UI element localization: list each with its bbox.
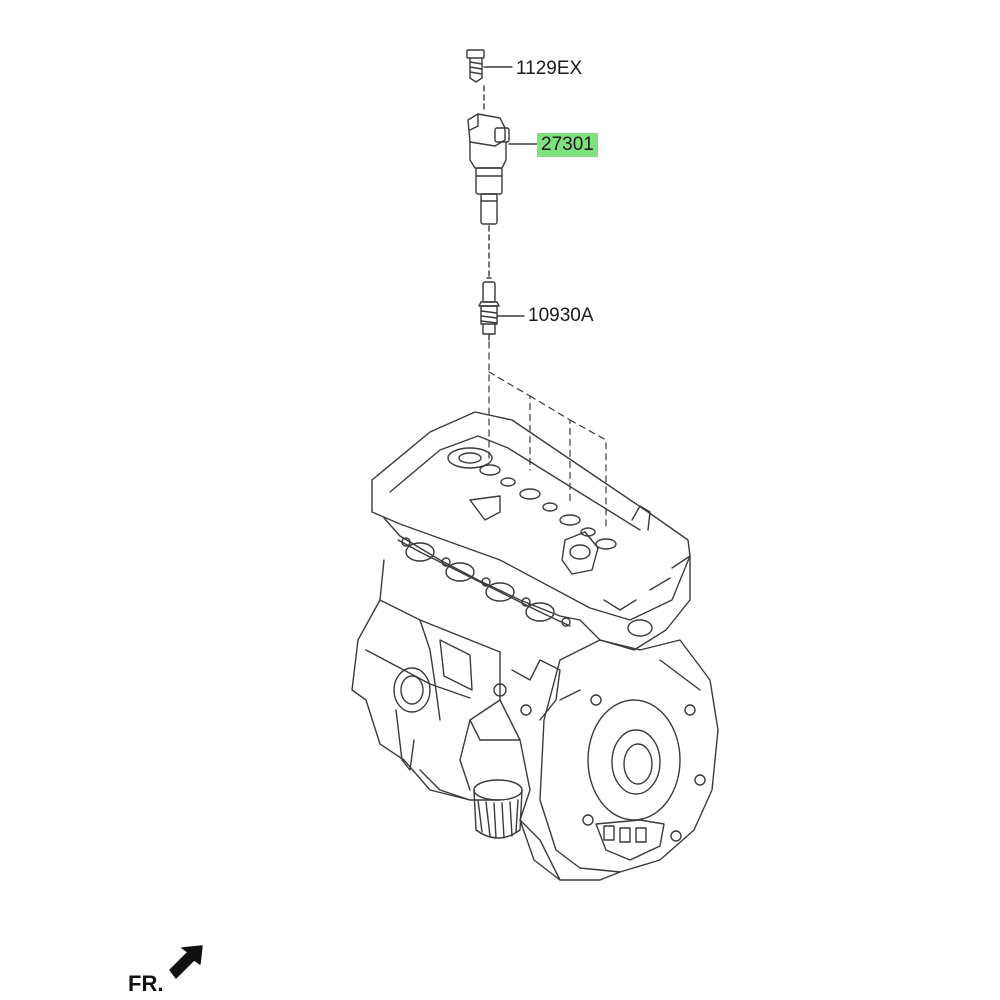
part-label-10930a[interactable]: 10930A <box>528 305 594 326</box>
front-direction-label: FR. <box>128 971 164 996</box>
bolt-1129ex[interactable] <box>466 49 513 83</box>
engine-assembly <box>351 411 719 881</box>
spark-plug-10930a[interactable] <box>478 277 525 341</box>
oil-filter-shape <box>473 779 523 839</box>
cylinder-alignment-lines <box>488 341 607 531</box>
part-label-1129ex[interactable]: 1129EX <box>516 58 583 79</box>
ignition-coil-27301[interactable] <box>467 113 538 225</box>
part-label-27301[interactable]: 27301 <box>537 133 598 157</box>
flywheel-housing-shape <box>539 639 719 873</box>
front-arrow-icon <box>169 945 203 979</box>
